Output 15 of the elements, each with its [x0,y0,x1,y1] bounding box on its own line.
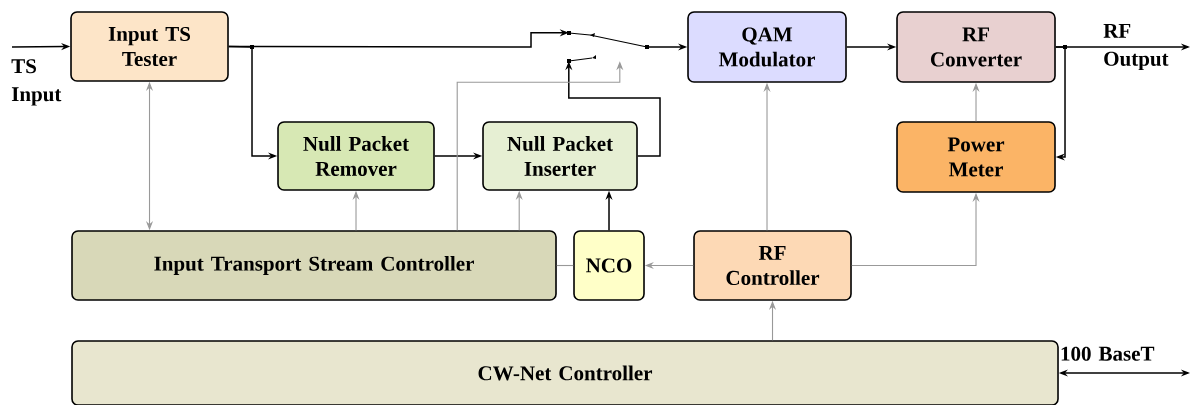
block-box: Power Meter [896,121,1056,193]
block-box: Input Transport Stream Controller [71,230,557,301]
switch-drawing [567,31,649,63]
block-box: Input TS Tester [70,11,229,82]
block-box: RF Converter [896,11,1056,83]
edge-label: 100 BaseT [1061,346,1155,361]
edge-label: TS Input [11,59,62,106]
block-box: CW-Net Controller [71,340,1059,405]
edge-label: RF Output [1103,23,1169,71]
block-box: Null Packet Remover [277,121,435,191]
block-box: Null Packet Inserter [482,121,638,191]
block-box: NCO [573,230,645,301]
block-box: RF Controller [693,230,852,301]
block-box: QAM Modulator [687,11,847,83]
arrow [1055,46,1066,161]
